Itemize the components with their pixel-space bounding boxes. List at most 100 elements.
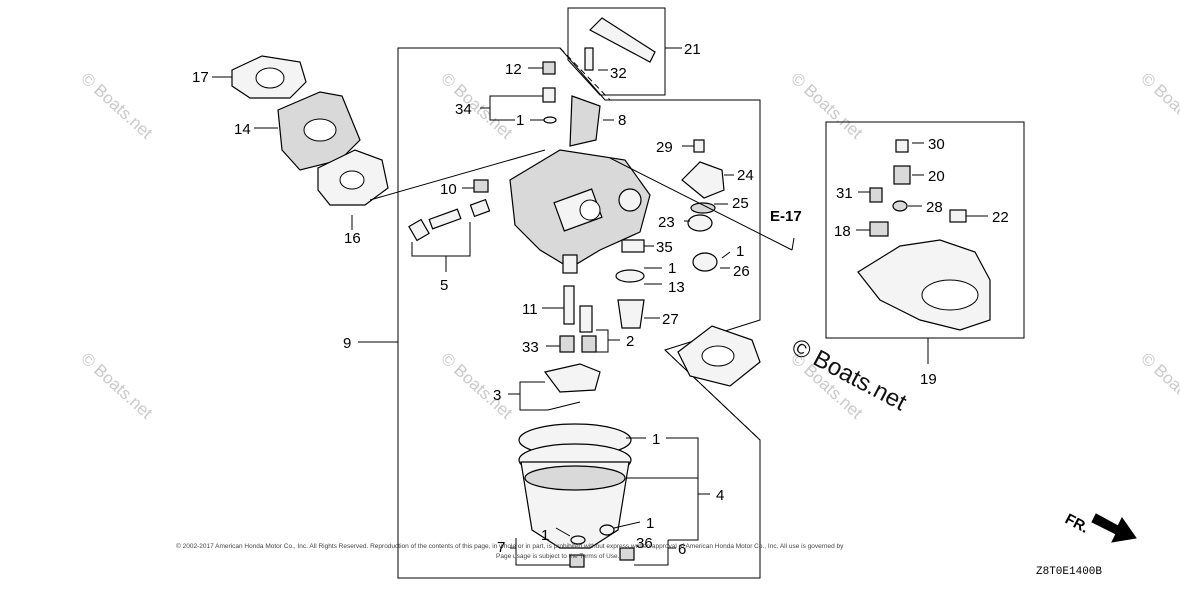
callout-28: 28	[926, 199, 943, 216]
clip-28	[892, 200, 908, 212]
ref-leader	[609, 157, 793, 251]
gasket-10	[677, 325, 761, 387]
spring-33	[559, 335, 575, 353]
jet-35	[621, 239, 645, 253]
part-callouts: 17 14 16 12 32 21 34 1 8 29 24 10 25 23 …	[192, 41, 1009, 558]
callout-34: 34	[455, 101, 472, 118]
watermark-text: © Boats.net	[437, 349, 516, 423]
choke-lever-21	[589, 17, 656, 63]
front-label: FR.	[1062, 511, 1091, 537]
callout-27: 27	[662, 311, 679, 328]
o-ring-13	[615, 269, 645, 283]
leader-lines	[212, 47, 988, 566]
block-18	[869, 221, 889, 237]
boot-23	[687, 214, 713, 232]
screw-5a	[408, 218, 430, 242]
front-direction-marker: FR.	[1062, 511, 1137, 543]
drain-bolt-7	[569, 554, 585, 568]
callout-23: 23	[658, 214, 675, 231]
callout-9: 9	[343, 335, 351, 352]
cover-24	[681, 161, 725, 199]
washer-1f	[599, 524, 615, 536]
callout-1: 1	[516, 112, 524, 129]
dashed-boundary	[664, 349, 761, 441]
callout-1: 1	[668, 260, 676, 277]
bracket-assembly-box	[825, 121, 1025, 339]
screw-31	[869, 187, 883, 203]
spring-5	[469, 198, 491, 218]
callout-7: 7	[497, 539, 505, 556]
callout-18: 18	[834, 223, 851, 240]
choke-lever-box	[567, 7, 666, 96]
valve-27	[617, 299, 645, 329]
callout-13: 13	[668, 279, 685, 296]
ref-arrow	[791, 237, 795, 251]
callout-32: 32	[610, 65, 627, 82]
watermark-text: © Boats.net	[787, 69, 866, 143]
callout-16: 16	[344, 230, 361, 247]
gasket-16	[317, 149, 389, 206]
callout-11: 11	[522, 301, 538, 318]
copyright-notice: © 2002-2017 American Honda Motor Co., In…	[176, 542, 844, 550]
callout-10: 10	[440, 181, 457, 198]
screw-32	[584, 47, 594, 71]
screw-2	[579, 305, 593, 333]
washer-25	[690, 202, 716, 214]
callout-36: 36	[636, 535, 653, 552]
section-reference: E-17	[770, 208, 802, 225]
screw-29	[693, 139, 705, 153]
callout-2: 2	[626, 333, 634, 350]
bracket-19	[857, 239, 991, 331]
callout-24: 24	[737, 167, 754, 184]
float-3	[543, 363, 601, 393]
boot-26	[692, 252, 718, 272]
callout-12: 12	[505, 61, 522, 78]
callout-17: 17	[192, 69, 209, 86]
callout-29: 29	[656, 139, 673, 156]
callout-8: 8	[618, 112, 626, 129]
screw-34	[542, 87, 556, 103]
callout-20: 20	[928, 168, 945, 185]
bolt-36	[619, 547, 635, 561]
callout-33: 33	[522, 339, 539, 356]
washer-bottom	[570, 535, 586, 545]
plate-8	[569, 95, 601, 147]
spring-22	[949, 209, 967, 223]
watermark-text: © Boats.net	[1137, 69, 1180, 143]
screw-20	[893, 165, 911, 185]
callout-4: 4	[716, 487, 724, 504]
callout-26: 26	[733, 263, 750, 280]
carburetor-body	[509, 149, 651, 274]
leader-line	[369, 149, 546, 201]
callout-1: 1	[652, 431, 660, 448]
diagram-code: Z8T0E1400B	[1036, 566, 1102, 578]
spring-2b	[581, 335, 597, 353]
callout-21: 21	[684, 41, 701, 58]
needle-11	[563, 285, 575, 325]
watermark-text: © Boats.net	[437, 69, 516, 143]
front-arrow-icon	[1091, 513, 1137, 543]
gasket-17	[231, 55, 307, 99]
callout-1: 1	[736, 243, 744, 260]
callout-22: 22	[992, 209, 1009, 226]
screw-30	[895, 139, 909, 153]
callout-25: 25	[732, 195, 749, 212]
callout-6: 6	[678, 541, 686, 558]
screw-5b	[428, 208, 462, 230]
callout-35: 35	[656, 239, 673, 256]
callout-31: 31	[836, 185, 853, 202]
insulator-14	[277, 91, 361, 171]
callout-5: 5	[440, 277, 448, 294]
callout-1: 1	[646, 515, 654, 532]
watermark-text: © Boats.net	[77, 69, 156, 143]
washer	[543, 116, 557, 124]
screw-12	[542, 61, 556, 75]
float-pin	[547, 401, 581, 411]
callout-1: 1	[541, 527, 549, 544]
callout-19: 19	[920, 371, 937, 388]
watermark-text: © Boats.net	[77, 349, 156, 423]
copyright-usage: Page usage is subject to the Terms of Us…	[496, 553, 620, 560]
callout-3: 3	[493, 387, 501, 404]
callout-14: 14	[234, 121, 251, 138]
